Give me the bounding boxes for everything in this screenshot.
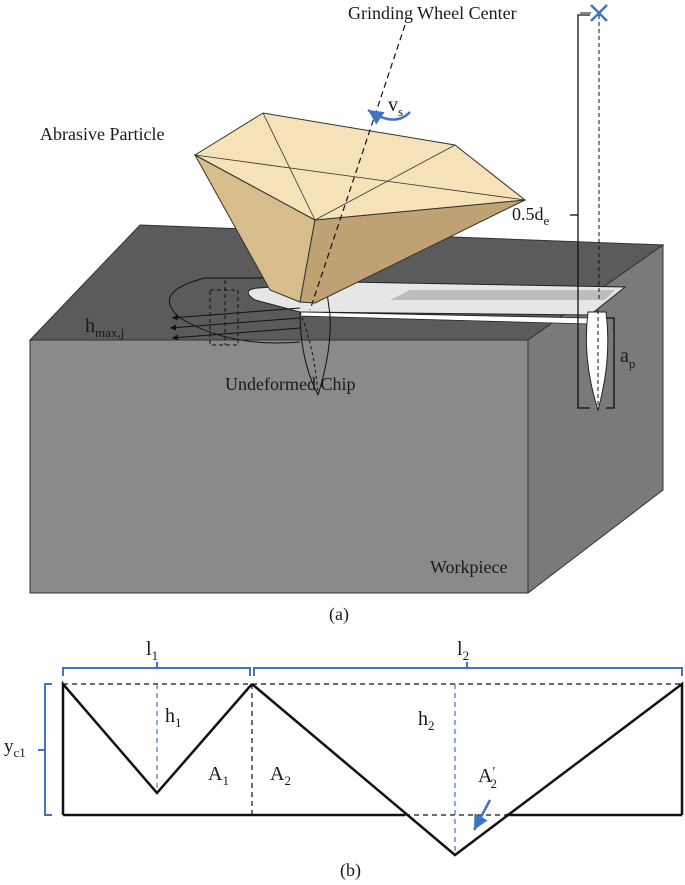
caption-b: (b)	[340, 860, 361, 881]
workpiece-label: Workpiece	[430, 557, 508, 577]
a1-base: A	[208, 763, 223, 785]
h1-sub: 1	[175, 715, 182, 730]
figure-b: l1 l2 yc1 h1 h2 A1 A2 A′2 (b)	[4, 638, 684, 881]
h2-sub: 2	[428, 718, 435, 733]
ap-base: a	[620, 345, 629, 367]
l2-sub: 2	[463, 648, 470, 663]
half-de-base: 0.5d	[512, 204, 544, 224]
workpiece-side-face	[527, 244, 664, 595]
wheel-center-x-icon	[590, 4, 608, 22]
l2-base: l	[457, 638, 463, 660]
hmax-sub: max,j	[95, 325, 124, 340]
undeformed-chip-label: Undeformed Chip	[225, 374, 355, 394]
a2-prime-sub: 2	[491, 776, 498, 791]
undeformed-chip	[168, 277, 331, 396]
yc1-sub: c1	[14, 745, 26, 760]
l1-sub: 1	[152, 648, 159, 663]
profile-right	[251, 681, 684, 857]
vs-base: v	[388, 94, 398, 116]
figure-a: Grinding Wheel Center Abrasive Particle …	[28, 3, 665, 625]
caption-a: (a)	[329, 604, 349, 625]
abrasive-particle-label: Abrasive Particle	[40, 124, 164, 144]
a2-prime-arrow	[472, 799, 492, 831]
vs-sub: s	[398, 104, 403, 119]
l2-label: l2	[457, 638, 469, 663]
h1-label: h1	[165, 705, 182, 730]
hmax-arrow-1	[171, 307, 301, 321]
yc1-base: y	[4, 736, 14, 757]
h2-base: h	[418, 708, 428, 730]
half-de-bracket	[577, 14, 590, 409]
l1-bracket	[62, 667, 251, 676]
l1-base: l	[146, 638, 152, 660]
half-de-label: 0.5de	[512, 204, 550, 228]
profile-left	[61, 680, 253, 815]
hmax-label: hmax,j	[85, 315, 124, 340]
hmax-arrow-3	[171, 327, 301, 341]
a2-prime-base: A	[478, 765, 493, 787]
l2-bracket	[253, 667, 683, 676]
half-de-sub: e	[544, 213, 550, 228]
a2-prime-mark: ′	[492, 765, 495, 780]
groove-inner	[390, 290, 615, 300]
ap-label: ap	[620, 345, 635, 371]
hmax-base: h	[85, 315, 95, 337]
abrasive-particle-shape	[193, 112, 527, 304]
l1-label: l1	[146, 638, 158, 663]
ap-sub: p	[629, 356, 636, 371]
h1-base: h	[165, 705, 175, 727]
rotation-arrow	[367, 108, 411, 125]
yc1-label: yc1	[4, 736, 26, 760]
particle-axis	[309, 24, 406, 311]
a2-prime-label: A′2	[478, 765, 497, 791]
a2-sub: 2	[284, 773, 291, 788]
grinding-wheel-center-label: Grinding Wheel Center	[348, 3, 517, 23]
h2-label: h2	[418, 708, 435, 733]
yc1-bracket	[44, 683, 52, 816]
a1-sub: 1	[222, 773, 229, 788]
a2-base: A	[270, 763, 285, 785]
ap-bracket	[606, 317, 615, 409]
a1-label: A1	[208, 763, 229, 788]
a2-label: A2	[270, 763, 291, 788]
hmax-arrow-2	[169, 317, 301, 331]
vs-label: vs	[388, 94, 403, 119]
